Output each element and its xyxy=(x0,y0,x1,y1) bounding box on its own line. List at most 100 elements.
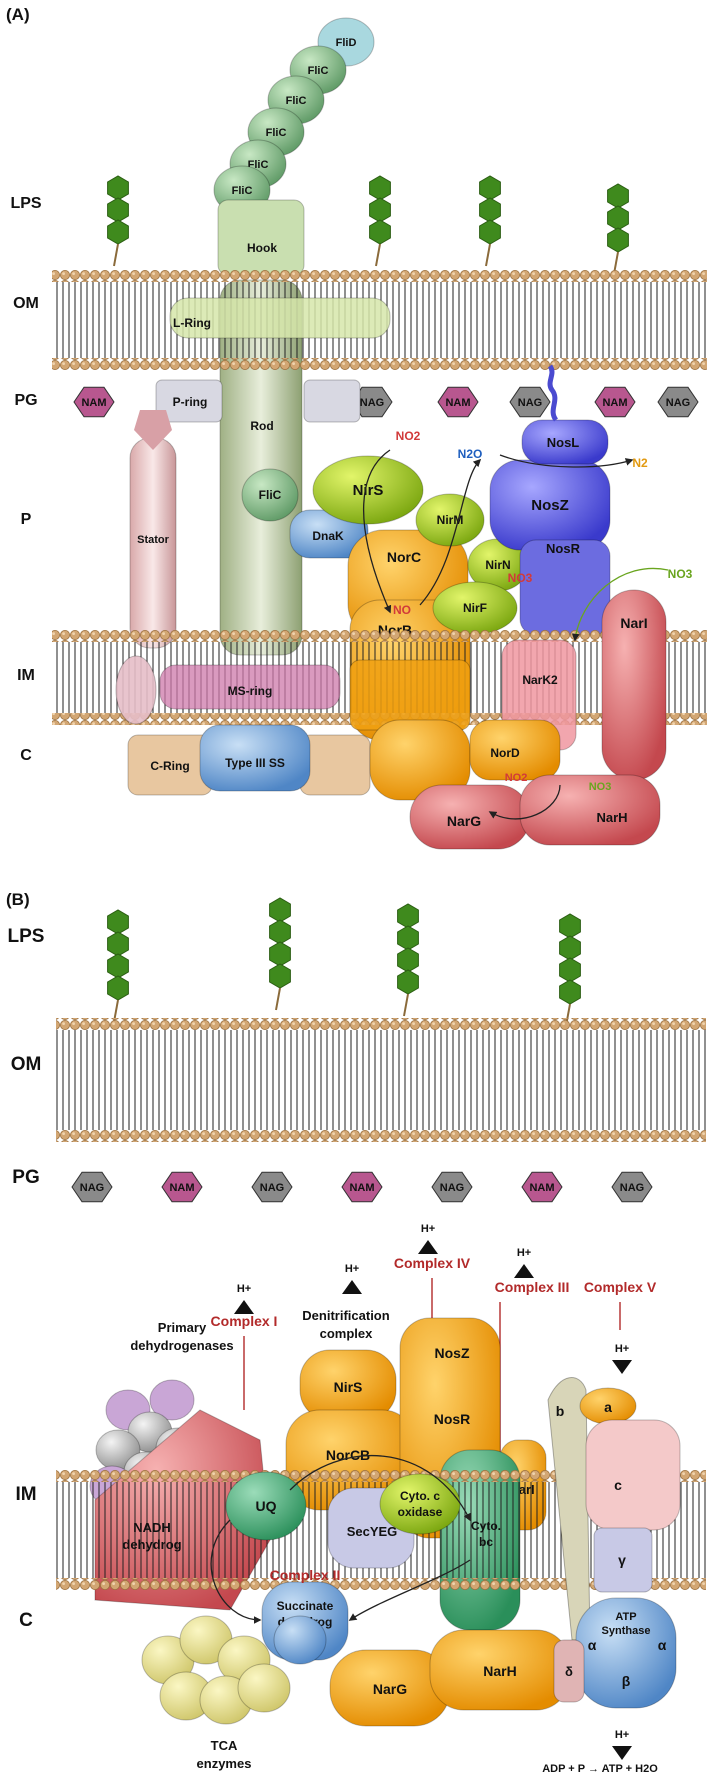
hook-label: Hook xyxy=(247,241,277,255)
pg-sugar-b-1 xyxy=(161,1171,203,1203)
cyto-c-oxidase xyxy=(379,1473,461,1535)
outer-membrane-b-tails xyxy=(56,1030,706,1130)
lps-chain-b1-hex xyxy=(107,909,129,935)
inner-membrane-b-outer-heads xyxy=(56,1470,706,1482)
nord-label: NorD xyxy=(490,746,520,760)
nari-label: NarI xyxy=(620,615,647,631)
pg-sugar-b-0 xyxy=(71,1171,113,1203)
type-iii-ss xyxy=(199,724,311,792)
n2-label: N2 xyxy=(632,456,648,470)
p-ring-right xyxy=(303,379,361,423)
inner-membrane-b-inner-heads xyxy=(56,1578,706,1590)
lps-chain-b2-hex xyxy=(269,919,291,945)
lps-chain-b2 xyxy=(269,897,291,1011)
atp-label: ATP xyxy=(615,1611,636,1623)
lps-chain-b1-hex xyxy=(107,975,129,1001)
nosz-label: NosZ xyxy=(531,497,569,514)
complex-v-label: Complex V xyxy=(584,1279,657,1295)
lps-chain-b4-hex xyxy=(559,935,581,961)
outer-membrane-a-inner-heads xyxy=(52,358,707,370)
flagellin-label-0: FliD xyxy=(336,37,357,49)
pg-sugar-a-3 xyxy=(509,386,551,418)
pg-sugar-b-0-label: NAG xyxy=(80,1182,104,1194)
proton-denit-h: H+ xyxy=(345,1263,359,1275)
lps-chain-a1-anchor xyxy=(113,243,119,267)
panel-a-layer-pg: PG xyxy=(14,392,37,409)
tca-label: TCA xyxy=(211,1738,238,1753)
p-ring xyxy=(155,379,223,423)
arrow-no3-in xyxy=(571,567,669,642)
atp-c-label: c xyxy=(614,1477,622,1493)
no2-top: NO2 xyxy=(396,429,421,443)
nosl-label: NosL xyxy=(547,435,580,450)
uq xyxy=(225,1471,307,1541)
lps-chain-b2-hex xyxy=(269,941,291,967)
secyeg-label: SecYEG xyxy=(347,1524,398,1539)
pg-sugar-a-3-label: NAG xyxy=(518,397,542,409)
pg-sugar-a-0-label: NAM xyxy=(81,397,106,409)
panel-a-layer-p: P xyxy=(21,511,32,528)
lps-chain-a3-hex xyxy=(479,175,501,201)
atp-gamma-label: γ xyxy=(618,1552,626,1568)
lps-chain-a3 xyxy=(479,175,501,267)
complex-ii-label: Complex II xyxy=(270,1567,341,1583)
lps-chain-a4-hex xyxy=(607,227,629,253)
complex-iii-label: Complex III xyxy=(495,1279,570,1295)
arrow-no-to-n2o xyxy=(419,458,482,606)
l-ring-label: L-Ring xyxy=(173,316,211,330)
arrow-uq-bc1 xyxy=(289,1454,471,1522)
lps-chain-b3-anchor xyxy=(403,993,409,1017)
narh-b-label: NarH xyxy=(483,1663,516,1679)
lps-chain-a1-hex xyxy=(107,175,129,201)
lps-chain-a3-hex xyxy=(479,219,501,245)
lps-chain-a2-anchor xyxy=(375,243,381,267)
lps-chain-b3-hex xyxy=(397,969,419,995)
nirm-label: NirM xyxy=(437,513,464,527)
lps-chain-a1 xyxy=(107,175,129,267)
p-ring-label: P-ring xyxy=(173,395,208,409)
nirm xyxy=(415,493,485,547)
outer-membrane-b xyxy=(56,1018,706,1142)
lps-chain-a2-hex xyxy=(369,197,391,223)
no-label: NO xyxy=(393,603,411,617)
lps-chain-b3 xyxy=(397,903,419,1017)
lps-chain-a1-hex xyxy=(107,197,129,223)
pg-sugar-a-1-label: NAG xyxy=(360,397,384,409)
lps-chain-a2-hex xyxy=(369,175,391,201)
lps-chain-b4 xyxy=(559,913,581,1027)
type-iii-ss-label: Type III SS xyxy=(225,756,285,770)
proton-c4-h: H+ xyxy=(421,1223,435,1235)
flic-periplasm xyxy=(241,468,299,522)
norc-label: NorC xyxy=(387,549,421,565)
norcb-b-label: NorCB xyxy=(326,1447,370,1463)
narh xyxy=(519,774,661,846)
lps-chain-a4-hex xyxy=(607,183,629,209)
atp-alpha-right: α xyxy=(658,1637,667,1653)
ms-ring xyxy=(159,664,341,710)
pg-sugar-b-5 xyxy=(521,1171,563,1203)
proton-c1-h: H+ xyxy=(237,1283,251,1295)
pg-sugar-b-4 xyxy=(431,1171,473,1203)
no3-cyto: NO3 xyxy=(589,781,612,793)
tca-sphere-5 xyxy=(237,1663,291,1713)
pg-sugar-b-5-label: NAM xyxy=(529,1182,554,1194)
proton-c5-triangle xyxy=(612,1360,632,1374)
nord xyxy=(469,719,561,781)
pg-sugar-b-2-label: NAG xyxy=(260,1182,284,1194)
atp-a-label: a xyxy=(604,1399,612,1415)
nirs-label: NirS xyxy=(353,482,384,499)
denitrification-label-2: complex xyxy=(320,1326,374,1341)
nosz-b-label: NosZ xyxy=(435,1345,470,1361)
nadh-label-2: dehydrog xyxy=(122,1537,181,1552)
pg-sugar-a-5-label: NAG xyxy=(666,397,690,409)
atp-alpha-left: α xyxy=(588,1637,597,1653)
rod-label: Rod xyxy=(250,419,273,433)
lps-chain-b4-hex xyxy=(559,979,581,1005)
stator-label: Stator xyxy=(137,534,170,546)
atp-delta-label: δ xyxy=(565,1664,573,1679)
nark2-label: NarK2 xyxy=(522,673,558,687)
panel-b-layer-im: IM xyxy=(15,1484,36,1505)
atp-beta-label: β xyxy=(622,1673,631,1689)
cyto-c-label-2: oxidase xyxy=(398,1505,443,1519)
